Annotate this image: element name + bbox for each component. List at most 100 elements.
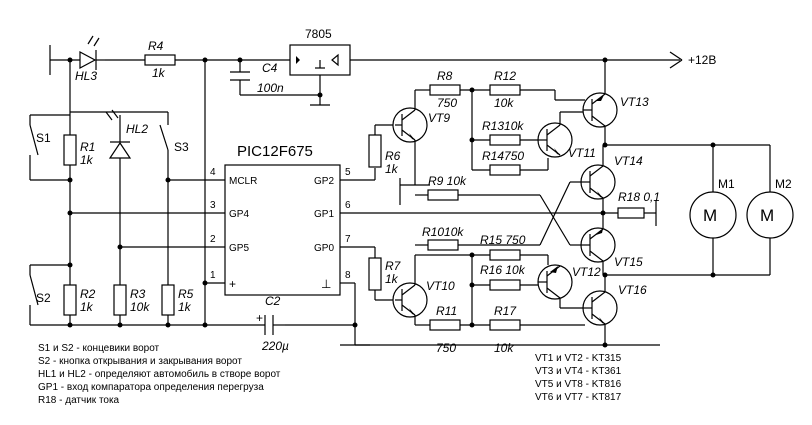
vt14-label: VT14	[614, 154, 643, 168]
resistor-r13	[489, 134, 521, 146]
r1-value: 1k	[80, 153, 94, 167]
mcu-right-pins: 5 GP2 6 GP1 7 GP0 8 ⊥	[314, 167, 351, 291]
svg-text:GP4: GP4	[229, 209, 249, 220]
s1-label: S1	[36, 131, 51, 145]
resistor-r7	[368, 257, 382, 291]
r16-label: R16 10k	[480, 263, 526, 277]
svg-text:MCLR: MCLR	[229, 176, 257, 187]
resistor-r2	[63, 284, 77, 316]
vt12-label: VT12	[572, 265, 601, 279]
svg-text:+: +	[256, 311, 263, 325]
transistor-vt12	[537, 264, 585, 309]
r17-label: R17	[494, 304, 517, 318]
resistor-r12	[489, 84, 521, 96]
resistor-r8	[429, 84, 461, 96]
notes-right: VT1 и VT2 - KT315 VT3 и VT4 - KT361 VT5 …	[535, 353, 622, 403]
resistor-r17	[489, 319, 521, 331]
svg-text:4: 4	[210, 167, 216, 178]
motor-m2: M	[746, 191, 794, 239]
switch-s3	[159, 112, 169, 285]
r6-value: 1k	[385, 162, 399, 176]
vt10-label: VT10	[426, 279, 455, 293]
r2-value: 1k	[80, 300, 94, 314]
resistor-r14	[489, 164, 521, 176]
c2-label: C2	[265, 294, 281, 308]
r5-value: 1k	[178, 300, 192, 314]
vt13-label: VT13	[620, 95, 649, 109]
hl2-label: HL2	[126, 122, 148, 136]
svg-text:VT1 и VT2 - KT315: VT1 и VT2 - KT315	[535, 353, 622, 364]
m1-label: M1	[718, 177, 735, 191]
svg-text:⊥: ⊥	[321, 277, 331, 291]
r12-label: R12	[494, 69, 516, 83]
r8-value: 750	[437, 96, 457, 110]
resistor-r9	[427, 189, 459, 201]
svg-text:GP1 - вход компаратора определ: GP1 - вход компаратора определения перег…	[38, 382, 264, 393]
vt16-label: VT16	[618, 283, 647, 297]
r12-value: 10k	[494, 96, 514, 110]
svg-text:6: 6	[345, 200, 351, 211]
svg-text:GP1: GP1	[314, 209, 334, 220]
transistor-vt14	[580, 145, 616, 200]
r13-label: R1310k	[482, 119, 524, 133]
svg-text:M: M	[760, 206, 774, 225]
r14-label: R14750	[482, 149, 524, 163]
r4-label: R4	[148, 39, 164, 53]
resistor-r18	[617, 207, 645, 219]
vt11-label: VT11	[568, 146, 596, 160]
microcontroller-pic12f675	[224, 164, 341, 296]
r11-value: 750	[436, 341, 456, 355]
transistor-vt10	[392, 255, 428, 325]
svg-text:GP0: GP0	[314, 243, 334, 254]
svg-text:HL1 и HL2 - определяют автомоб: HL1 и HL2 - определяют автомобиль в ство…	[38, 368, 281, 380]
r3-label: R3	[130, 287, 146, 301]
svg-text:5: 5	[345, 167, 351, 178]
svg-text:+: +	[229, 277, 236, 291]
transistor-vt13	[582, 60, 618, 145]
s2-label: S2	[36, 291, 51, 305]
resistor-r16	[489, 279, 521, 291]
svg-text:R18 - датчик тока: R18 - датчик тока	[38, 395, 120, 406]
mcu-left-pins: 4 MCLR 3 GP4 2 GP5 1 +	[210, 167, 257, 291]
transistor-vt11	[537, 111, 585, 158]
svg-text:GP2: GP2	[314, 176, 334, 187]
r8-label: R8	[437, 69, 453, 83]
resistor-r15	[489, 249, 521, 261]
svg-text:1: 1	[210, 270, 216, 281]
svg-text:7: 7	[345, 234, 351, 245]
svg-text:2: 2	[210, 234, 216, 245]
svg-text:VT3 и VT4 - KT361: VT3 и VT4 - KT361	[535, 366, 622, 377]
svg-text:S2 - кнопка открывания и закры: S2 - кнопка открывания и закрывания воро…	[38, 356, 242, 367]
r7-value: 1k	[385, 272, 399, 286]
led-hl2	[105, 109, 132, 285]
r2-label: R2	[80, 287, 96, 301]
r15-label: R15 750	[480, 233, 526, 247]
svg-text:GP5: GP5	[229, 243, 249, 254]
r18-label: R18 0,1	[618, 190, 660, 204]
r1-label: R1	[80, 140, 95, 154]
r10-label: R1010k	[422, 225, 464, 239]
c4-label: C4	[262, 61, 278, 75]
switch-s1	[29, 114, 70, 181]
resistor-r1	[63, 134, 77, 166]
motor-m1: M	[689, 191, 737, 239]
svg-text:8: 8	[345, 270, 351, 281]
s3-label: S3	[174, 140, 189, 154]
c2-value: 220µ	[261, 339, 289, 353]
r4-value: 1k	[152, 66, 166, 80]
r11-label: R11	[436, 304, 457, 318]
c4-value: 100n	[257, 81, 284, 95]
r17-value: 10k	[494, 341, 514, 355]
r5-label: R5	[178, 287, 194, 301]
r7-label: R7	[385, 259, 402, 273]
vt15-label: VT15	[614, 255, 643, 269]
svg-text:3: 3	[210, 200, 216, 211]
transistor-vt15	[580, 227, 616, 275]
mcu-label: PIC12F675	[237, 143, 313, 160]
notes-left: S1 и S2 - концевики ворот S2 - кнопка от…	[38, 343, 281, 406]
supply-label: +12B	[688, 53, 716, 67]
r9-label: R9 10k	[428, 174, 467, 188]
led-hl3	[79, 35, 105, 70]
svg-text:VT6 и VT7 - KT817: VT6 и VT7 - KT817	[535, 392, 622, 403]
